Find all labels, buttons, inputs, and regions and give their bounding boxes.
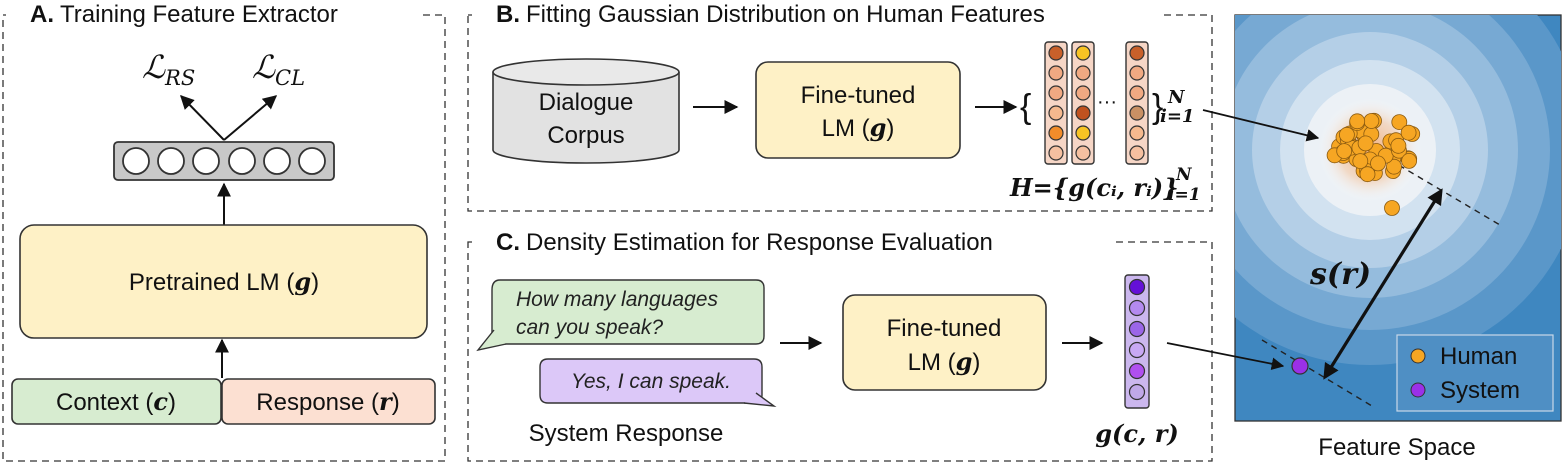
user-bubble-line2: can you speak? (516, 316, 663, 339)
legend: Human System (1396, 334, 1554, 412)
h-sup: N (1175, 165, 1193, 185)
human-point-outlier (1384, 200, 1400, 216)
loss-rs: ℒRS (142, 48, 195, 90)
human-point (1363, 113, 1380, 129)
arrow-system-to-space (1166, 342, 1285, 370)
pretrained-lm-box (19, 224, 428, 339)
finetuned-lm-b-line1: Fine-tuned (801, 82, 916, 109)
human-point (1400, 124, 1417, 141)
h-sub: i=1 (1168, 185, 1201, 205)
h-formula: H={g(cᵢ, rᵢ)} (1009, 173, 1179, 202)
corpus-line1: Dialogue (539, 89, 634, 116)
feature-space: s(r) Human System (1234, 14, 1562, 422)
dialogue-corpus-cylinder: Dialogue Corpus (492, 58, 680, 164)
features-ellipsis: ··· (1097, 91, 1117, 113)
feature-vector (113, 141, 335, 181)
finetuned-lm-b-line2: LM (g) (822, 113, 895, 142)
human-point (1391, 114, 1408, 130)
finetuned-lm-c-line1: Fine-tuned (887, 315, 1002, 342)
system-speech-bubble: Yes, I can speak. (539, 358, 777, 407)
human-point (1352, 153, 1369, 170)
panel-a-title-text: Training Feature Extractor (60, 1, 338, 28)
panel-c-title: C.Density Estimation for Response Evalua… (496, 229, 993, 256)
panel-c: C.Density Estimation for Response Evalua… (467, 228, 1213, 462)
corpus-line2: Corpus (547, 122, 624, 149)
finetuned-lm-c-line2: LM (g) (908, 347, 981, 376)
panel-b-title: B.Fitting Gaussian Distribution on Human… (496, 1, 1045, 28)
legend-human-label: Human (1440, 343, 1517, 370)
output-label: g(c, r) (1095, 419, 1178, 448)
features-sub-i1: i=1 (1160, 106, 1194, 127)
context-box (11, 378, 222, 425)
human-points (1326, 112, 1421, 216)
panel-a: A.Training Feature Extractor ℒRS ℒCL Pre… (2, 0, 446, 462)
human-point (1370, 155, 1386, 172)
arrow-features-to-space (1202, 109, 1320, 142)
features-sup-n: N (1167, 87, 1186, 108)
human-point (1339, 126, 1355, 143)
brace-open: { (1020, 88, 1031, 126)
panel-b: B.Fitting Gaussian Distribution on Human… (467, 0, 1213, 212)
pretrained-lm-label: Pretrained LM (g) (129, 267, 319, 296)
response-box (221, 378, 436, 425)
system-bubble-text: Yes, I can speak. (571, 370, 731, 393)
response-label: Response (r) (256, 387, 399, 416)
arrow-to-loss-cl (223, 95, 278, 141)
legend-system-label: System (1440, 377, 1520, 404)
human-point (1401, 152, 1417, 169)
panel-a-title-mask (6, 0, 418, 30)
distance-arrow (1323, 188, 1443, 380)
user-speech-bubble: How many languages can you speak? (476, 279, 765, 352)
human-point (1336, 143, 1353, 160)
legend-human-marker (1410, 348, 1426, 364)
panel-b-title-mask (472, 0, 1164, 30)
loss-rs-base: ℒ (142, 48, 166, 86)
finetuned-lm-box-b (755, 61, 961, 159)
score-label: s(r) (1309, 257, 1371, 292)
panel-a-title-letter: A. (30, 1, 54, 28)
legend-box (1396, 334, 1554, 412)
arrow-to-loss-rs (180, 94, 225, 141)
human-feature-vectors (1044, 41, 1149, 165)
loss-cl: ℒCL (252, 48, 305, 90)
density-contours (1235, 15, 1561, 365)
feature-space-caption: Feature Space (1318, 434, 1475, 461)
legend-system-marker (1410, 382, 1426, 398)
human-point (1390, 137, 1407, 154)
human-point (1349, 113, 1366, 130)
human-point (1357, 135, 1374, 152)
loss-cl-base: ℒ (252, 48, 276, 86)
system-point (1291, 357, 1309, 375)
human-point (1386, 158, 1402, 175)
human-point (1359, 166, 1376, 183)
user-bubble-line1: How many languages (516, 288, 718, 311)
finetuned-lm-box-c (842, 294, 1047, 391)
loss-cl-sub: CL (275, 66, 305, 90)
context-label: Context (c) (56, 387, 176, 416)
brace-close: } (1152, 88, 1163, 126)
loss-rs-sub: RS (164, 66, 195, 90)
system-feature-vector (1124, 274, 1150, 409)
system-response-label: System Response (529, 420, 724, 447)
panel-a-title: A.Training Feature Extractor (30, 1, 338, 28)
panel-c-title-mask (472, 228, 1114, 258)
